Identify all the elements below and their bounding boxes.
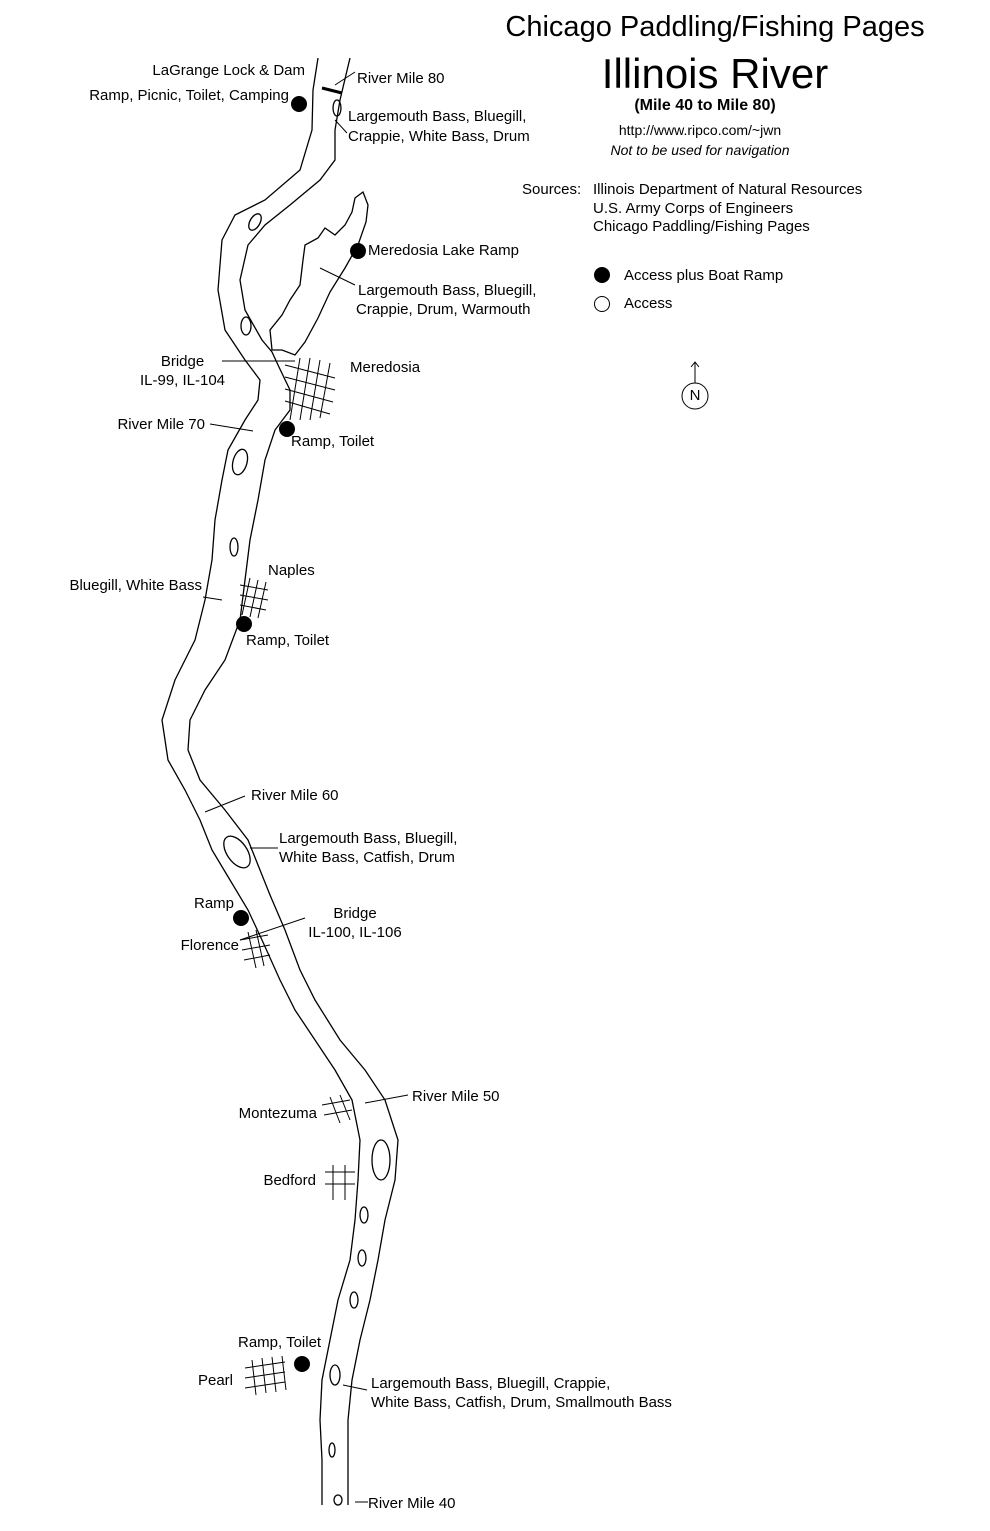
lock-dam	[321, 86, 343, 95]
url-text: http://www.ripco.com/~jwn	[618, 122, 782, 138]
label-river-mile-50: River Mile 50	[412, 1088, 500, 1105]
label-town-montezuma: Montezuma	[238, 1105, 317, 1122]
disclaimer: Not to be used for navigation	[610, 142, 790, 158]
label-fish-60: White Bass, Catfish, Drum	[279, 849, 455, 866]
label-fish-40: Largemouth Bass, Bluegill, Crappie,	[371, 1375, 611, 1392]
label-river-mile-40: River Mile 40	[368, 1495, 456, 1512]
town-grid-meredosia	[284, 357, 336, 421]
label-fish-40: White Bass, Catfish, Drum, Smallmouth Ba…	[371, 1394, 672, 1411]
town-grid-bedford	[325, 1165, 355, 1200]
north-label: N	[689, 387, 701, 404]
label-meredosia-ramp: Ramp, Toilet	[291, 433, 375, 450]
legend-filled-label: Access plus Boat Ramp	[624, 267, 784, 284]
ramp-marker-naples	[236, 616, 252, 632]
boat-ramp-markers	[233, 96, 610, 1372]
label-florence-ramp: Ramp	[193, 895, 234, 912]
label-town-pearl: Pearl	[197, 1372, 233, 1389]
label-lake-fish: Largemouth Bass, Bluegill,	[358, 282, 537, 299]
label-bridge-il99-routes: IL-99, IL-104	[139, 372, 226, 389]
ramp-marker-florence	[233, 910, 249, 926]
meredosia-lake	[269, 190, 369, 356]
legend-open-symbol	[594, 296, 610, 312]
source-item: Illinois Department of Natural Resources	[593, 181, 863, 198]
label-bridge-il99: Bridge	[160, 353, 205, 370]
label-fish-80: Largemouth Bass, Bluegill,	[348, 108, 527, 125]
legend-open-label: Access	[624, 295, 673, 312]
label-fish-80: Crappie, White Bass, Drum	[348, 128, 530, 145]
islands	[223, 99, 391, 1506]
label-town-bedford: Bedford	[263, 1172, 316, 1189]
legend-filled-symbol	[594, 267, 610, 283]
label-naples-ramp: Ramp, Toilet	[246, 632, 330, 649]
label-town-meredosia: Meredosia	[350, 359, 421, 376]
town-grid-pearl	[244, 1355, 287, 1396]
town-grid-naples	[239, 577, 269, 619]
label-river-mile-60: River Mile 60	[251, 787, 339, 804]
map-subtitle: (Mile 40 to Mile 80)	[634, 97, 776, 114]
site-title: Chicago Paddling/Fishing Pages	[505, 11, 925, 43]
leader-lines	[202, 71, 409, 1503]
map-title: Illinois River	[601, 50, 829, 97]
label-meredosia-lake-ramp: Meredosia Lake Ramp	[368, 242, 519, 259]
source-item: Chicago Paddling/Fishing Pages	[593, 218, 810, 235]
sources-label: Sources:	[522, 181, 582, 198]
label-lagrange-amenities: Ramp, Picnic, Toilet, Camping	[89, 87, 289, 104]
ramp-marker-meredosia	[279, 421, 295, 437]
label-town-naples: Naples	[268, 562, 315, 579]
label-river-mile-70: River Mile 70	[117, 416, 205, 433]
label-bridge-il100: Bridge	[333, 905, 377, 922]
ramp-marker-meredosia-lake	[350, 243, 366, 259]
label-bridge-il100-routes: IL-100, IL-106	[308, 924, 402, 941]
ramp-marker-lagrange	[291, 96, 307, 112]
label-fish-60: Largemouth Bass, Bluegill,	[279, 830, 458, 847]
label-lake-fish: Crappie, Drum, Warmouth	[356, 301, 531, 318]
label-river-mile-80: River Mile 80	[357, 70, 445, 87]
label-town-florence: Florence	[180, 937, 239, 954]
ramp-marker-pearl	[294, 1356, 310, 1372]
label-naples-fish: Bluegill, White Bass	[69, 577, 202, 594]
source-item: U.S. Army Corps of Engineers	[593, 200, 794, 217]
town-grid-florence	[239, 929, 271, 969]
label-lagrange: LaGrange Lock & Dam	[152, 62, 305, 79]
town-grid-montezuma	[321, 1094, 353, 1124]
river-west-bank	[161, 57, 361, 1505]
label-pearl-ramp: Ramp, Toilet	[238, 1334, 322, 1351]
north-arrow	[681, 361, 709, 410]
river-east-bank	[187, 57, 399, 1505]
